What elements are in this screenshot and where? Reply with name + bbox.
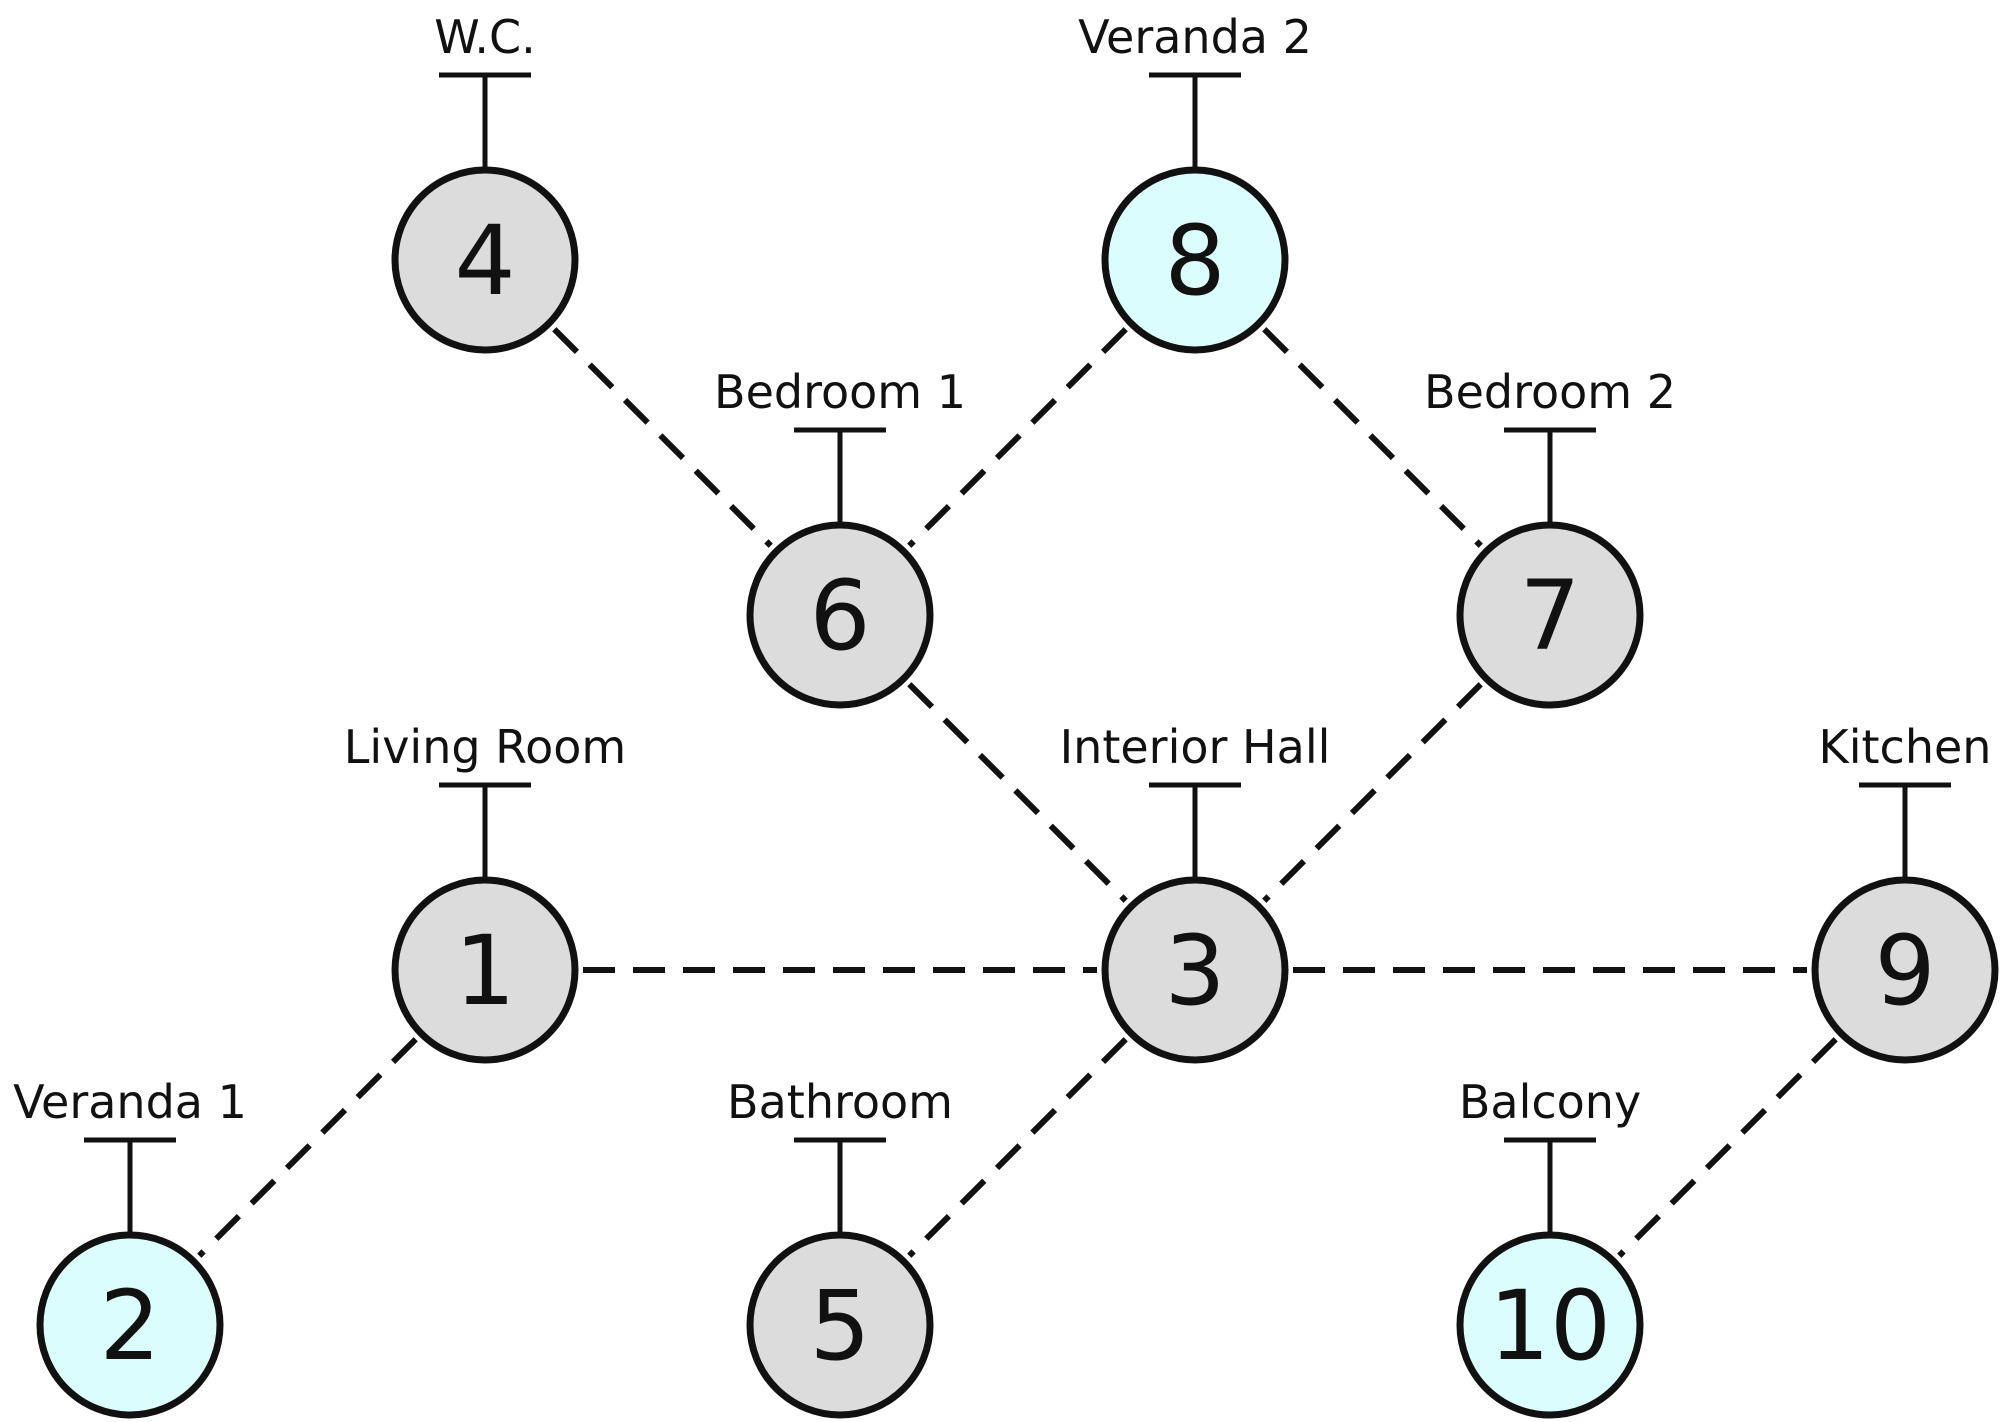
- node-number: 7: [1519, 560, 1580, 672]
- node-4: W.C. 4: [391, 10, 579, 354]
- node-6: Bedroom 1 6: [714, 365, 966, 709]
- node-number: 4: [454, 205, 515, 317]
- node-8: Veranda 2 8: [1078, 10, 1312, 354]
- node-number: 2: [99, 1270, 160, 1382]
- node-1: Living Room 1: [344, 720, 626, 1064]
- node-10: Balcony 10: [1456, 1075, 1644, 1419]
- edge-8-6: [907, 327, 1128, 548]
- node-circle: [1101, 166, 1289, 354]
- node-number: 9: [1874, 915, 1935, 1027]
- node-circle: [1456, 521, 1644, 709]
- node-circle: [746, 521, 934, 709]
- node-number: 6: [809, 560, 870, 672]
- node-number: 1: [454, 915, 515, 1027]
- node-circle: [391, 876, 579, 1064]
- node-label: Kitchen: [1819, 720, 1992, 774]
- node-7: Bedroom 2 7: [1424, 365, 1676, 709]
- edge-1-2: [197, 1037, 418, 1258]
- node-circle: [1101, 876, 1289, 1064]
- edge-7-3: [1262, 682, 1483, 903]
- node-number: 5: [809, 1270, 870, 1382]
- node-circle: [746, 1231, 934, 1419]
- node-label: Bedroom 1: [714, 365, 966, 419]
- node-5: Bathroom 5: [727, 1075, 953, 1419]
- node-label: Bedroom 2: [1424, 365, 1676, 419]
- edge-4-6: [552, 327, 773, 548]
- node-9: Kitchen 9: [1811, 720, 1999, 1064]
- node-circle: [1456, 1231, 1644, 1419]
- edge-layer: [197, 327, 1838, 1258]
- node-circle: [36, 1231, 224, 1419]
- edge-9-10: [1617, 1037, 1838, 1258]
- node-label: Balcony: [1459, 1075, 1641, 1129]
- node-label: Interior Hall: [1060, 720, 1331, 774]
- node-number: 3: [1164, 915, 1225, 1027]
- node-label: Bathroom: [727, 1075, 953, 1129]
- edge-3-5: [907, 1037, 1128, 1258]
- edge-8-7: [1262, 327, 1483, 548]
- node-label: Veranda 2: [1078, 10, 1312, 64]
- node-label: Living Room: [344, 720, 626, 774]
- node-label: Veranda 1: [13, 1075, 247, 1129]
- node-circle: [1811, 876, 1999, 1064]
- node-2: Veranda 1 2: [13, 1075, 247, 1419]
- node-3: Interior Hall 3: [1060, 720, 1331, 1064]
- node-number: 10: [1489, 1270, 1611, 1382]
- node-label: W.C.: [434, 10, 536, 64]
- node-number: 8: [1164, 205, 1225, 317]
- node-circle: [391, 166, 579, 354]
- edge-6-3: [907, 682, 1128, 903]
